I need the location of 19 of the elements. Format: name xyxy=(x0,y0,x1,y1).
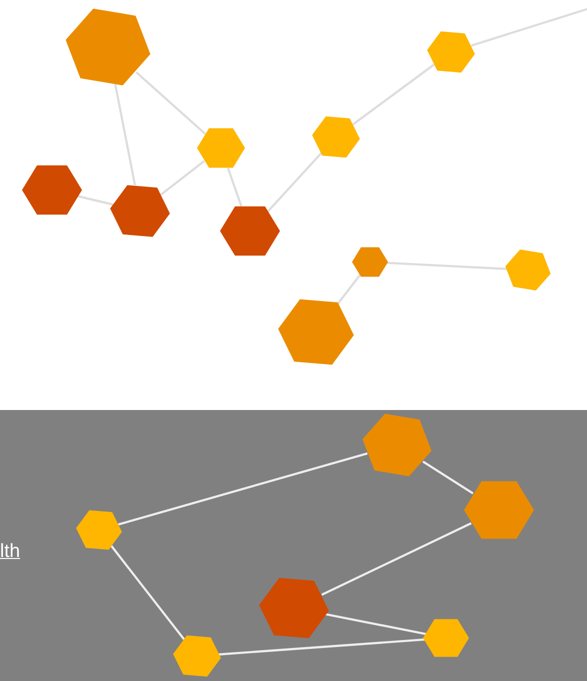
connector-line xyxy=(135,71,206,135)
connector-line xyxy=(386,262,508,270)
connector-line xyxy=(336,274,362,306)
connector-line xyxy=(321,522,472,596)
connector-line xyxy=(77,195,115,206)
connector-line xyxy=(324,612,426,636)
hexagon xyxy=(352,244,388,280)
connector-line xyxy=(422,460,474,494)
connector-line xyxy=(218,638,426,656)
connector-line xyxy=(160,160,205,196)
connector-line xyxy=(114,84,136,186)
connector-line xyxy=(118,452,368,526)
link-text: lth xyxy=(0,541,20,563)
connector-line xyxy=(352,64,435,126)
hexagon xyxy=(505,247,551,293)
connector-line xyxy=(267,152,323,212)
connector-line xyxy=(226,168,242,206)
connector-line xyxy=(110,545,185,640)
hexagon xyxy=(76,507,122,553)
